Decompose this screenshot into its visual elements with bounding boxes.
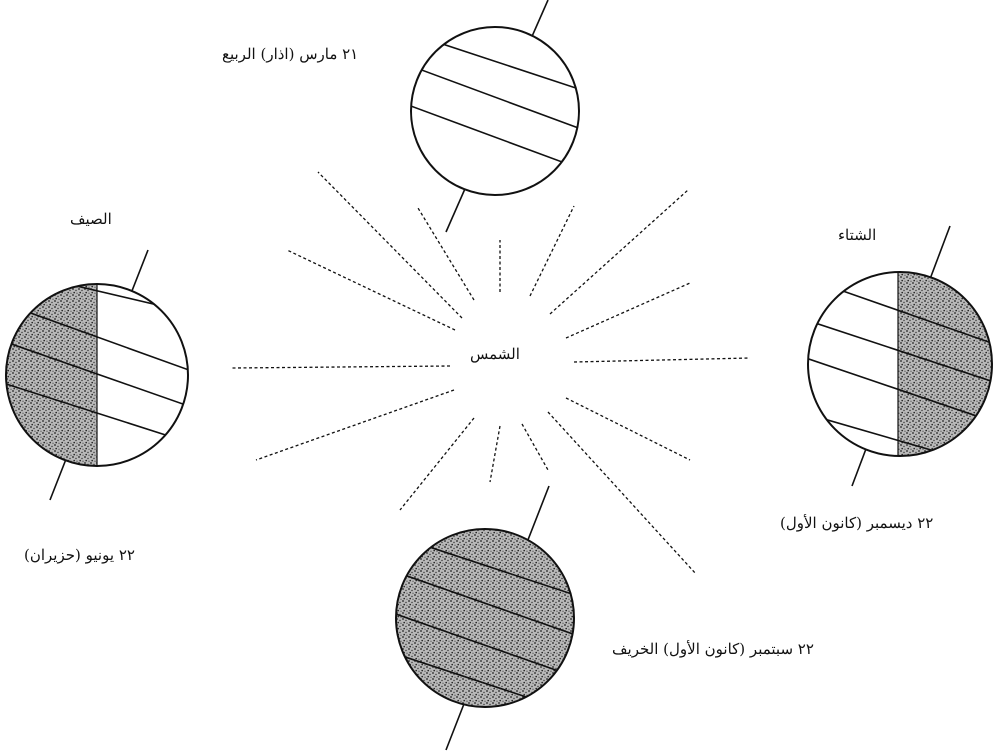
sun-ray <box>566 283 690 338</box>
autumn-label: ٢٢ سبتمبر (كانون الأول) الخريف <box>612 640 814 658</box>
sun-rays <box>232 172 750 574</box>
sun-ray <box>566 398 690 460</box>
summer-season-label: الصيف <box>70 210 112 228</box>
sun-ray <box>400 418 474 510</box>
sun-ray <box>550 190 688 314</box>
summer-date-label: ٢٢ يونيو (حزيران) <box>24 546 135 564</box>
spring-label: ٢١ مارس (اذار) الربيع <box>222 45 358 63</box>
sun-ray <box>522 424 548 470</box>
sun-ray <box>530 206 574 296</box>
sun-ray <box>318 172 462 318</box>
winter-date-label: ٢٢ ديسمبر (كانون الأول) <box>780 514 933 532</box>
sun-ray <box>574 358 750 362</box>
winter-globe <box>800 226 996 486</box>
summer-globe <box>0 250 200 500</box>
winter-season-label: الشتاء <box>838 226 876 244</box>
spring-globe <box>400 0 600 232</box>
sun-label: الشمس <box>470 345 520 363</box>
sun-ray <box>232 366 450 368</box>
sun-ray <box>418 208 474 300</box>
sun-ray <box>490 426 500 482</box>
sun-ray <box>548 412 696 574</box>
autumn-globe <box>390 486 590 750</box>
sun-ray <box>256 390 454 460</box>
sun-ray <box>287 250 455 330</box>
